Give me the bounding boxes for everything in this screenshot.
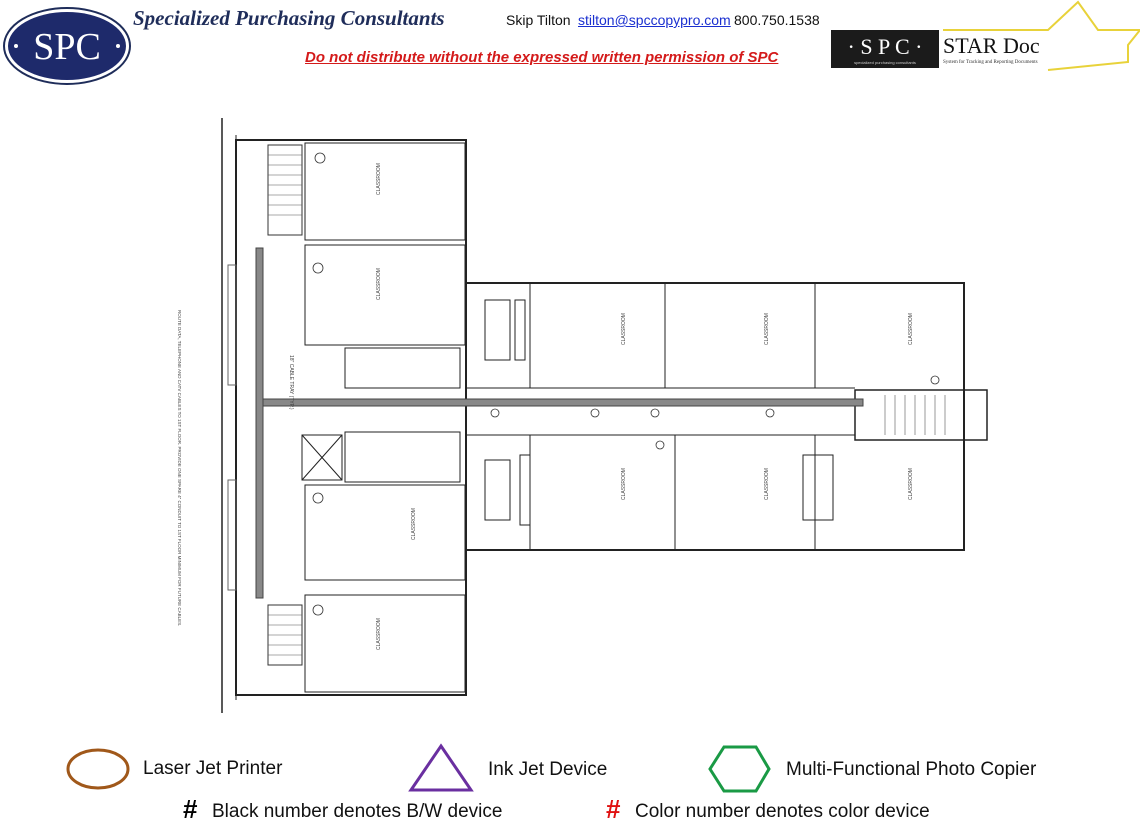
legend-laser: Laser Jet Printer	[143, 758, 283, 779]
contact-phone: 800.750.1538	[734, 12, 820, 28]
svg-text:CLASSROOM: CLASSROOM	[764, 313, 770, 345]
legend-mfp: Multi-Functional Photo Copier	[786, 759, 1037, 780]
svg-text:System for Tracking and Report: System for Tracking and Reporting Docume…	[943, 60, 1038, 65]
svg-text:CLASSROOM: CLASSROOM	[376, 618, 382, 650]
contact-email-link[interactable]: stilton@spccopypro.com	[578, 12, 731, 28]
laser-jet-circle-icon	[66, 748, 130, 790]
svg-text:SPC: SPC	[33, 26, 101, 68]
red-hash-icon: #	[606, 794, 621, 824]
ink-jet-triangle-icon	[408, 743, 474, 792]
svg-text:CLASSROOM: CLASSROOM	[376, 163, 382, 195]
svg-text:specialized purchasing consult: specialized purchasing consultants	[854, 60, 916, 65]
svg-text:CLASSROOM: CLASSROOM	[621, 468, 627, 500]
svg-text:CLASSROOM: CLASSROOM	[908, 468, 914, 500]
spc-logo: SPC	[3, 7, 131, 85]
black-hash-icon: #	[183, 794, 198, 824]
contact-name: Skip Tilton	[506, 12, 571, 28]
svg-text:CLASSROOM: CLASSROOM	[764, 468, 770, 500]
routing-note: ROUTE DATA, TELEPHONE AND CATV CABLES TO…	[177, 310, 182, 626]
legend-bw: Black number denotes B/W device	[212, 801, 503, 822]
svg-text:CLASSROOM: CLASSROOM	[376, 268, 382, 300]
svg-text:· S P C ·: · S P C ·	[848, 34, 923, 59]
distribution-warning: Do not distribute without the expressed …	[305, 49, 779, 66]
legend-color: Color number denotes color device	[635, 801, 930, 822]
star-doc-logo: · S P C · specialized purchasing consult…	[831, 0, 1140, 71]
cable-tray-label: 18" CABLE TRAY (TYP.)	[288, 355, 294, 410]
svg-text:STAR Doc: STAR Doc	[943, 33, 1040, 58]
mfp-hexagon-icon	[708, 745, 771, 793]
company-name: Specialized Purchasing Consultants	[133, 6, 445, 30]
svg-text:CLASSROOM: CLASSROOM	[908, 313, 914, 345]
floor-plan: CLASSROOM CLASSROOM CLASSROOM CLASSROOM …	[177, 118, 988, 713]
svg-text:CLASSROOM: CLASSROOM	[621, 313, 627, 345]
legend-inkjet: Ink Jet Device	[488, 759, 608, 780]
svg-text:CLASSROOM: CLASSROOM	[411, 508, 417, 540]
